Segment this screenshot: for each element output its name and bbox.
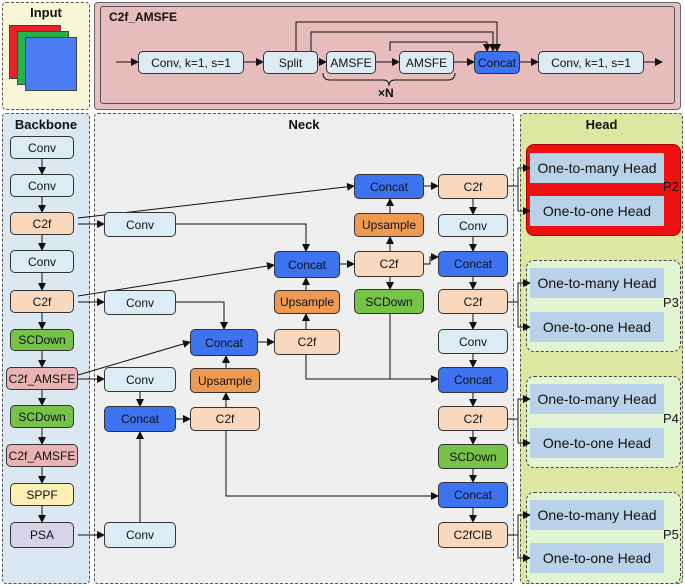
neck-title: Neck xyxy=(288,117,320,132)
backbone-scdown-2: SCDown xyxy=(10,405,74,428)
backbone-sppf: SPPF xyxy=(10,483,74,506)
head-p3-label: P3 xyxy=(663,295,679,310)
amsfe-block-conv-out: Conv, k=1, s=1 xyxy=(538,51,644,74)
backbone-c2f-amsfe-1: C2f_AMSFE xyxy=(6,367,78,390)
head-p5-one-to-many: One-to-many Head xyxy=(530,500,664,530)
neck-upsample-b: Upsample xyxy=(274,290,340,314)
c2f-amsfe-title: C2f_AMSFE xyxy=(109,10,178,24)
amsfe-block-amsfe-1: AMSFE xyxy=(326,51,376,74)
input-image-blue-channel xyxy=(25,37,77,91)
neck-concat-e: Concat xyxy=(438,251,508,277)
neck-c2fcib: C2fCIB xyxy=(438,522,508,548)
head-p2-one-to-many: One-to-many Head xyxy=(530,153,664,183)
neck-upsample-a: Upsample xyxy=(190,368,260,393)
backbone-c2f-amsfe-2: C2f_AMSFE xyxy=(6,444,78,467)
head-title: Head xyxy=(585,117,618,132)
neck-c2f-a: C2f xyxy=(190,407,260,431)
backbone-conv-2: Conv xyxy=(10,174,74,197)
head-p2-label: P2 xyxy=(663,179,679,194)
amsfe-block-amsfe-2: AMSFE xyxy=(399,51,454,74)
neck-conv-d: Conv xyxy=(104,522,176,548)
neck-c2f-b: C2f xyxy=(274,329,340,355)
neck-c2f-p3: C2f xyxy=(438,289,508,314)
input-panel: Input xyxy=(2,2,90,110)
neck-concat-c: Concat xyxy=(274,251,340,278)
neck-c2f-p4: C2f xyxy=(438,406,508,431)
neck-scdown-a: SCDown xyxy=(354,289,424,314)
neck-c2f-c: C2f xyxy=(354,251,424,277)
head-p3-one-to-many: One-to-many Head xyxy=(530,268,664,298)
head-p5-label: P5 xyxy=(663,527,679,542)
head-p2-one-to-one: One-to-one Head xyxy=(530,196,664,226)
backbone-psa: PSA xyxy=(10,522,74,548)
head-p5-one-to-one: One-to-one Head xyxy=(530,543,664,573)
backbone-c2f-1: C2f xyxy=(10,212,74,235)
backbone-conv-3: Conv xyxy=(10,250,74,273)
neck-concat-f: Concat xyxy=(438,367,508,393)
amsfe-block-split: Split xyxy=(263,51,318,74)
neck-conv-e: Conv xyxy=(438,214,508,237)
neck-concat-d: Concat xyxy=(354,174,424,199)
head-p4-one-to-many: One-to-many Head xyxy=(530,384,664,414)
neck-concat-a: Concat xyxy=(104,406,176,432)
neck-upsample-c: Upsample xyxy=(354,213,424,237)
head-p4-one-to-one: One-to-one Head xyxy=(530,428,664,458)
backbone-c2f-2: C2f xyxy=(10,290,74,313)
backbone-conv-1: Conv xyxy=(10,136,74,159)
input-title: Input xyxy=(30,5,62,20)
head-p4-label: P4 xyxy=(663,411,679,426)
neck-c2f-p2: C2f xyxy=(438,174,508,199)
amsfe-block-concat: Concat xyxy=(474,51,520,74)
backbone-title: Backbone xyxy=(14,117,78,132)
amsfe-block-repeat-label: ×N xyxy=(378,86,394,100)
neck-conv-b: Conv xyxy=(104,290,176,315)
neck-conv-f: Conv xyxy=(438,329,508,354)
amsfe-block-conv-in: Conv, k=1, s=1 xyxy=(138,51,244,74)
head-p3-one-to-one: One-to-one Head xyxy=(530,312,664,342)
neck-conv-a: Conv xyxy=(104,212,176,237)
neck-concat-g: Concat xyxy=(438,482,508,508)
backbone-scdown-1: SCDown xyxy=(10,329,74,351)
neck-conv-c: Conv xyxy=(104,367,176,392)
neck-scdown-b: SCDown xyxy=(438,444,508,469)
neck-concat-b: Concat xyxy=(190,329,258,356)
